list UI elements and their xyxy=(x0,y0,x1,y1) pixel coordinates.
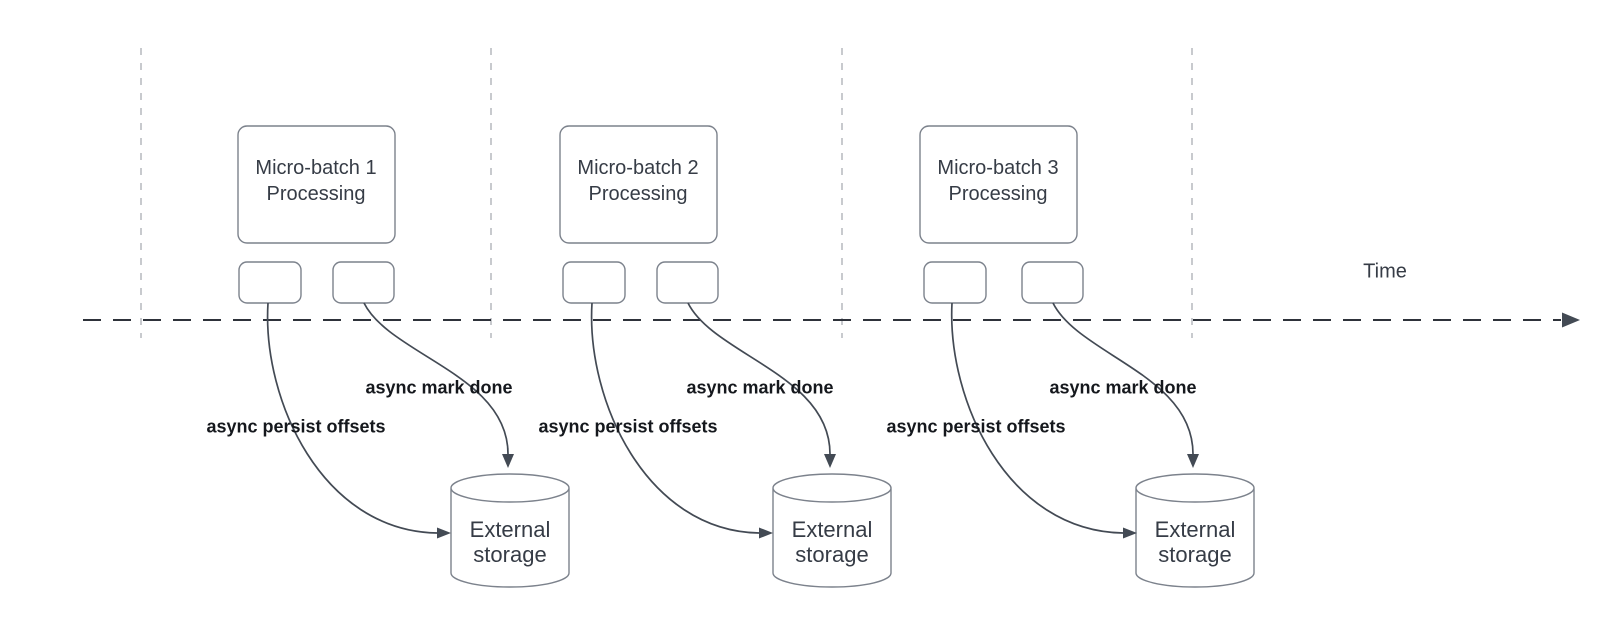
external-storage-1-label-line1: External xyxy=(469,517,551,542)
external-storage-2-cylinder xyxy=(772,473,892,588)
async-mark-done-label-3: async mark done xyxy=(1049,377,1197,398)
external-storage-3-label-line2: storage xyxy=(1158,542,1232,567)
micro-batch-2-persist-task-box xyxy=(562,261,626,304)
micro-batch-1-title-line2: Processing xyxy=(266,183,366,205)
time-axis-label: Time xyxy=(1363,260,1407,283)
micro-batch-3-persist-task-box xyxy=(923,261,987,304)
micro-batch-2-title: Micro-batch 2 Processing xyxy=(577,155,698,207)
external-storage-2-label-line1: External xyxy=(791,517,873,542)
micro-batch-2-mark-done-arrow xyxy=(687,302,831,455)
micro-batch-2-persist-offsets-arrow xyxy=(590,302,760,534)
async-persist-offsets-label-2: async persist offsets xyxy=(538,416,718,437)
micro-batch-1-mark-arrowhead-icon xyxy=(502,454,514,468)
micro-batch-3-mark-task-box xyxy=(1021,261,1084,304)
micro-batch-3-mark-arrowhead-icon xyxy=(1187,454,1199,468)
micro-batch-3-title: Micro-batch 3 Processing xyxy=(937,155,1058,207)
micro-batch-2-title-line2: Processing xyxy=(588,183,688,205)
micro-batch-2-mark-task-box xyxy=(656,261,719,304)
async-mark-done-label-2: async mark done xyxy=(686,377,834,398)
micro-batch-3-title-line1: Micro-batch 3 xyxy=(937,157,1059,179)
micro-batch-3-title-line2: Processing xyxy=(948,183,1048,205)
micro-batch-2-persist-arrowhead-icon xyxy=(759,527,773,539)
micro-batch-1-persist-task-box xyxy=(238,261,302,304)
external-storage-1-cylinder xyxy=(450,473,570,588)
micro-batch-3-box xyxy=(919,125,1078,244)
micro-batch-2-title-line1: Micro-batch 2 xyxy=(577,157,699,179)
micro-batch-3-persist-arrowhead-icon xyxy=(1123,527,1137,539)
external-storage-3-cylinder xyxy=(1135,473,1255,588)
time-axis-arrowhead-icon xyxy=(1562,312,1580,328)
async-mark-done-label-1: async mark done xyxy=(365,377,513,398)
async-persist-offsets-label-3: async persist offsets xyxy=(886,416,1066,437)
micro-batch-3-persist-offsets-arrow xyxy=(950,302,1124,534)
external-storage-3-label: External storage xyxy=(1155,517,1236,567)
external-storage-1-label-line2: storage xyxy=(473,542,547,567)
micro-batch-3-mark-done-arrow xyxy=(1052,302,1194,455)
external-storage-2-label: External storage xyxy=(792,517,873,567)
micro-batch-1-persist-offsets-arrow xyxy=(266,302,438,534)
micro-batch-1-persist-arrowhead-icon xyxy=(437,527,451,539)
micro-batch-1-box xyxy=(237,125,396,244)
micro-batch-1-mark-task-box xyxy=(332,261,395,304)
external-storage-1-label: External storage xyxy=(470,517,551,567)
external-storage-2-label-line2: storage xyxy=(795,542,869,567)
micro-batch-1-title-line1: Micro-batch 1 xyxy=(255,157,377,179)
micro-batch-1-title: Micro-batch 1 Processing xyxy=(255,155,376,207)
micro-batch-2-mark-arrowhead-icon xyxy=(824,454,836,468)
micro-batch-1-mark-done-arrow xyxy=(363,302,509,455)
micro-batch-2-box xyxy=(559,125,718,244)
external-storage-3-label-line1: External xyxy=(1154,517,1236,542)
async-persist-offsets-label-1: async persist offsets xyxy=(206,416,386,437)
